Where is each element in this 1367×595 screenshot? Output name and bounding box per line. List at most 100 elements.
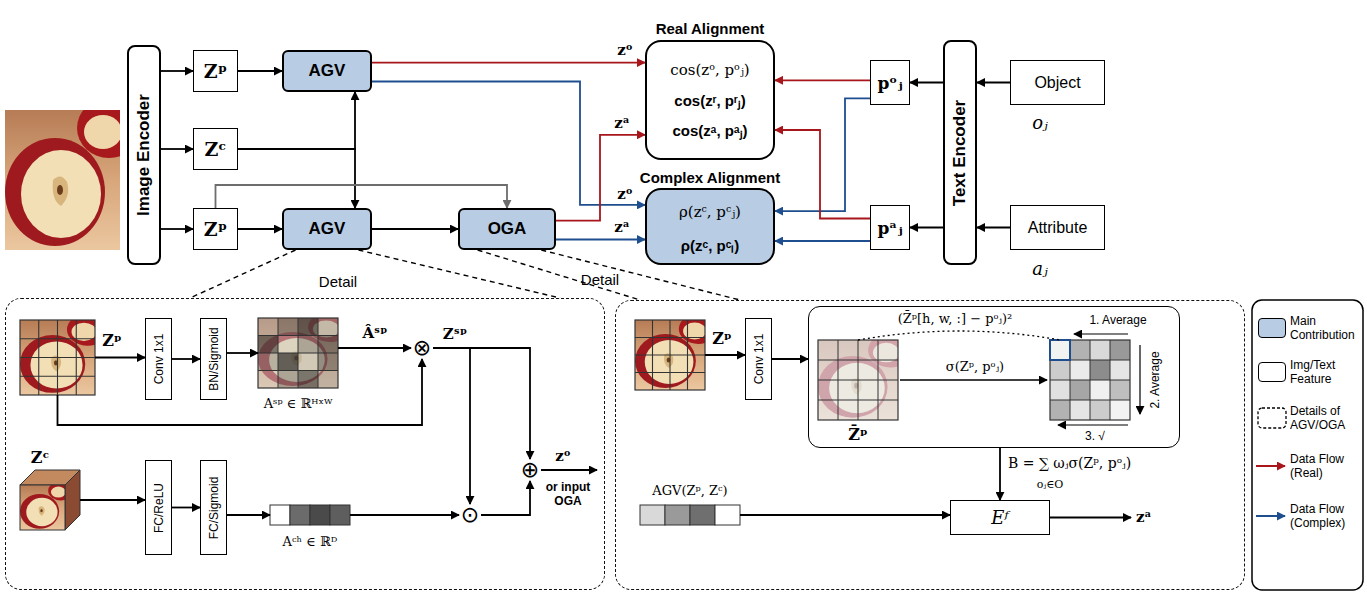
feature-cube xyxy=(20,470,80,530)
map-cell xyxy=(258,353,278,371)
operator-circle: ⊕ xyxy=(519,459,541,481)
map-cell xyxy=(298,371,318,389)
map-cell xyxy=(1110,400,1130,420)
connector xyxy=(775,240,870,242)
connector xyxy=(238,149,355,208)
edge-label: zᵃ xyxy=(612,218,632,236)
node-label: cos(zʳ, pʳⱼ) xyxy=(674,90,745,110)
vector-cell xyxy=(715,505,740,525)
map-tint xyxy=(818,340,898,420)
feature-patch xyxy=(20,314,109,395)
node-label: Conv 1x1 xyxy=(752,334,766,385)
map-tint xyxy=(818,340,898,420)
attention-map xyxy=(258,312,353,388)
connector xyxy=(977,82,1010,84)
operator-circle: ⊙ xyxy=(459,504,481,526)
patch-grid xyxy=(635,320,705,390)
cube-frame xyxy=(20,485,65,530)
legend-frame xyxy=(1252,300,1363,590)
connector xyxy=(161,70,193,72)
node-label: ρ(zᶜ, pᶜₗ) xyxy=(681,235,740,255)
connector xyxy=(227,352,258,354)
computation-box: Z̄ᵖ(Z̄ᵖ[h, w, :] − pᵒⱼ)²1. Averageσ(Zᵖ, … xyxy=(808,306,1180,448)
map-cell xyxy=(1090,380,1110,400)
feature-vector: AGV(Zᵖ, Zᶜ) xyxy=(640,505,740,525)
map-cell xyxy=(318,371,338,389)
connector xyxy=(556,239,645,241)
feature-box: Zᵖ xyxy=(193,208,238,250)
channel-vector xyxy=(270,505,350,525)
map-frame xyxy=(1050,340,1130,420)
patch-image xyxy=(635,314,718,390)
node-label: oⱼ xyxy=(1032,112,1048,133)
feature-map: Zᵖ xyxy=(635,320,705,390)
map-cell xyxy=(258,318,278,336)
map-cell xyxy=(298,353,318,371)
connector xyxy=(772,358,808,360)
connector xyxy=(775,98,870,211)
map-cell xyxy=(278,318,298,336)
node-label: ⊙ xyxy=(461,504,479,526)
cube-front xyxy=(20,481,73,530)
connector xyxy=(172,358,200,360)
map-cell xyxy=(318,353,338,371)
input-box: Attributeaⱼ xyxy=(1010,205,1105,250)
oga-module: OGA xyxy=(458,208,556,250)
detail-panel: DetailZᵖConv 1x1BN/SigmoidAˢᵖ ∈ ℝᴴˣᵂ⊗⊕Zᶜ… xyxy=(5,298,605,590)
vector-cell xyxy=(665,505,690,525)
node-label: σ(Zᵖ, pᵒⱼ) xyxy=(946,359,1004,374)
legend-swatch xyxy=(1258,318,1286,338)
node-label: BN/Sigmoid xyxy=(207,327,221,390)
map-cell xyxy=(278,371,298,389)
agv-module: AGV xyxy=(282,50,372,92)
patch-frame xyxy=(635,320,705,390)
agv-vector xyxy=(640,505,740,525)
feature-patch xyxy=(635,314,718,390)
connector xyxy=(556,135,645,221)
node-label: Zᵖ xyxy=(712,329,732,348)
dotted-arc xyxy=(858,331,1060,340)
layer-box: Conv 1x1 xyxy=(745,318,772,400)
diagram-label: zᵃ xyxy=(1136,508,1152,526)
node-label: 3. √ xyxy=(1085,429,1105,443)
map-image xyxy=(258,312,353,388)
map-cell xyxy=(1070,380,1090,400)
diagram-label: B = ∑ ωⱼσ(Zᵖ, pᵒⱼ) xyxy=(1008,455,1131,471)
connector xyxy=(80,499,145,501)
node-label: Zᶜ xyxy=(205,138,227,160)
map-image xyxy=(818,333,913,420)
connector xyxy=(238,92,355,149)
map-cell xyxy=(258,371,278,389)
legend-sample xyxy=(1256,465,1285,467)
alignment-box: Complex Alignmentρ(zᶜ, pᶜⱼ)ρ(zᶜ, pᶜₗ) xyxy=(645,188,775,265)
legend-text: Img/Text Feature xyxy=(1290,358,1358,387)
node-label: Zᶜ xyxy=(31,448,50,467)
attention-vector: Aᶜʰ ∈ ℝᴰ xyxy=(270,505,350,525)
vector-cell xyxy=(690,505,715,525)
operator-circle: ⊗ xyxy=(411,337,433,359)
map-cell xyxy=(1070,340,1090,360)
connector xyxy=(372,62,645,64)
layer-box: FC/ReLU xyxy=(145,460,172,555)
connector xyxy=(910,82,943,84)
node-label: OGA xyxy=(488,219,527,239)
connector xyxy=(433,348,470,504)
map-grid xyxy=(818,340,898,420)
map-frame xyxy=(818,340,898,420)
vector-cell xyxy=(640,505,665,525)
map-cell xyxy=(1050,360,1070,380)
output-arrow xyxy=(1050,517,1131,519)
projected-map xyxy=(818,333,913,420)
node-label: ⊕ xyxy=(521,459,539,481)
diagram-label: zᵒ xyxy=(555,447,571,465)
connector xyxy=(433,348,530,459)
agv-module: AGV xyxy=(282,208,372,250)
node-label: Eᶠ xyxy=(991,507,1008,528)
feature-box: pᵃⱼ xyxy=(870,205,910,250)
feature-cube: Zᶜ xyxy=(20,470,80,530)
edge-label: zᵒ xyxy=(615,185,635,203)
map-cell xyxy=(1070,360,1090,380)
patch-image xyxy=(20,314,109,395)
connector xyxy=(238,70,282,72)
connector xyxy=(161,228,193,230)
